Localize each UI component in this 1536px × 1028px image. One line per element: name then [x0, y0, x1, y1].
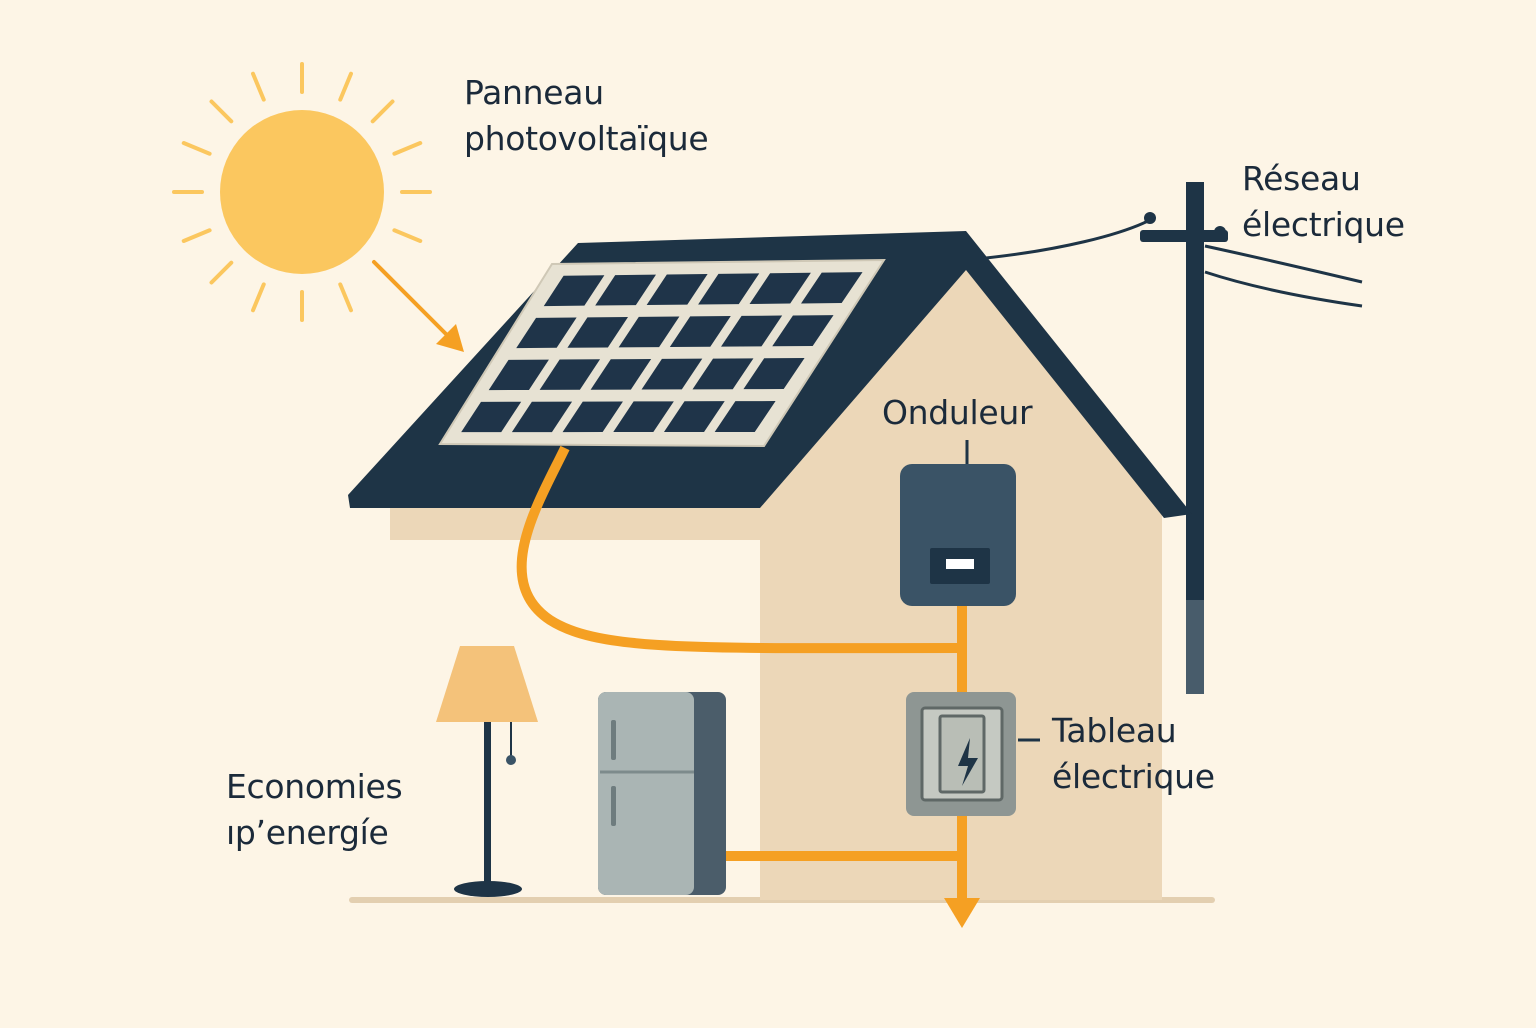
sun-ray [338, 71, 353, 102]
solar-cell [663, 401, 725, 433]
solar-cell [595, 274, 656, 306]
label-onduleur: Onduleur [882, 390, 1033, 436]
solar-cell [698, 273, 760, 305]
sun-ray [251, 282, 266, 313]
energy-flow-cables [516, 445, 967, 900]
solar-cell [646, 274, 708, 306]
solar-cell [461, 401, 522, 433]
label-line: ıp’energíe [226, 813, 389, 852]
lightning-icon [958, 738, 978, 786]
sunlight-arrow [372, 260, 464, 352]
solar-panel-icon [438, 258, 886, 448]
solar-cell [669, 316, 731, 348]
sun-ray [370, 99, 395, 124]
label-line: photovoltaïque [464, 119, 709, 158]
solar-cell [749, 272, 811, 304]
solar-cell [590, 358, 652, 390]
solar-cell [714, 401, 776, 433]
label-line: Panneau [464, 73, 604, 112]
label-reseau-electrique: Réseau électrique [1242, 156, 1405, 248]
sun-ray [392, 228, 423, 243]
label-economies-energie: Economies ıp’energíe [226, 764, 403, 856]
solar-cell [743, 358, 805, 390]
breaker-panel-icon [906, 692, 1040, 816]
sun-icon [172, 62, 432, 322]
solar-cell [511, 401, 573, 433]
sun-ray [392, 141, 423, 156]
energy-output-arrow [944, 898, 980, 928]
solar-cell [618, 316, 680, 348]
sun-ray [181, 228, 212, 243]
solar-cell [801, 272, 863, 304]
label-tableau-electrique: Tableau électrique [1052, 708, 1215, 800]
solar-cell [641, 358, 703, 390]
label-line: électrique [1242, 205, 1405, 244]
utility-pole-icon [985, 182, 1363, 694]
floor-lamp-icon [436, 646, 538, 897]
solar-cell [567, 316, 629, 348]
label-line: Réseau [1242, 159, 1361, 198]
solar-cell [692, 358, 754, 390]
sun-ray [251, 71, 266, 102]
sun-ray [209, 260, 234, 285]
inverter-icon [900, 440, 1016, 606]
label-line: Tableau [1052, 711, 1177, 750]
solar-cell [488, 359, 549, 391]
sun-ray [181, 141, 212, 156]
solar-cell [613, 401, 674, 433]
solar-cell [539, 359, 601, 390]
label-line: Onduleur [882, 393, 1033, 432]
label-line: électrique [1052, 757, 1215, 796]
sun-ray [338, 282, 353, 313]
label-line: Economies [226, 767, 403, 806]
refrigerator-icon [598, 692, 726, 895]
solar-cell [721, 315, 783, 347]
solar-cell [516, 317, 577, 349]
solar-cell [543, 275, 605, 307]
label-panneau-photovoltaique: Panneau photovoltaïque [464, 70, 709, 162]
solar-cell [772, 315, 834, 347]
solar-cell [562, 401, 623, 433]
sun-ray [209, 99, 234, 124]
